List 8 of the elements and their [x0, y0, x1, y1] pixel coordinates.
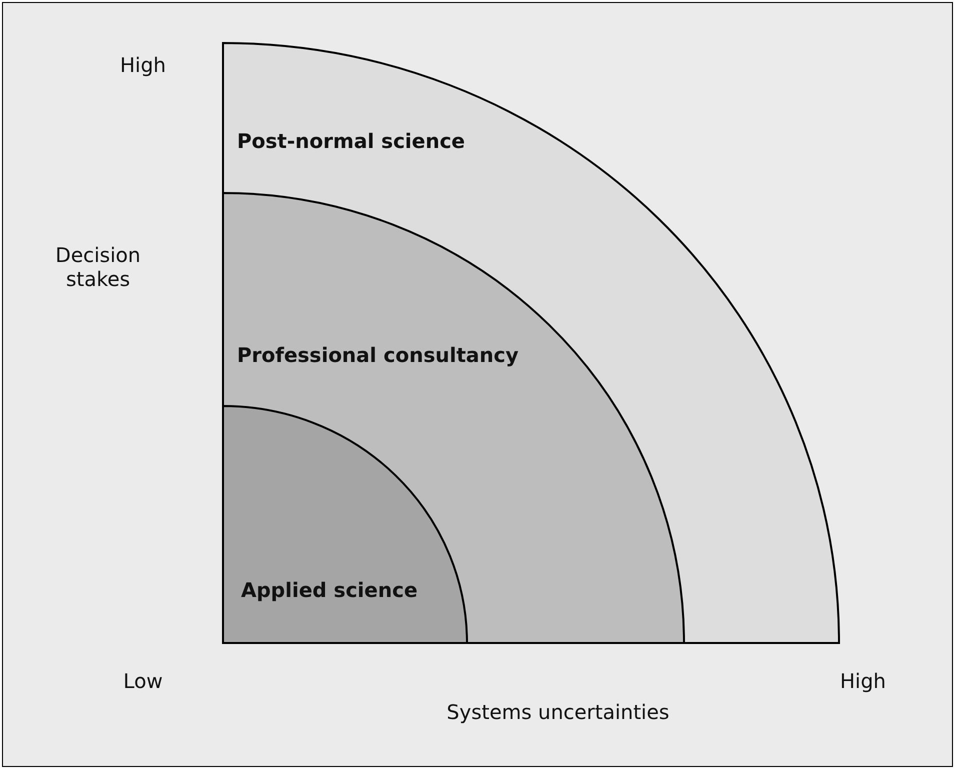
axis-end-label: High — [839, 669, 887, 693]
axis-title: Decision stakes — [54, 243, 142, 291]
axis-end-label: High — [119, 53, 167, 77]
region-label: Applied science — [241, 578, 418, 602]
axis-title: Systems uncertainties — [446, 700, 670, 724]
region-label: Professional consultancy — [237, 343, 519, 367]
axis-end-label: Low — [122, 669, 164, 693]
region-label: Post-normal science — [237, 129, 465, 153]
